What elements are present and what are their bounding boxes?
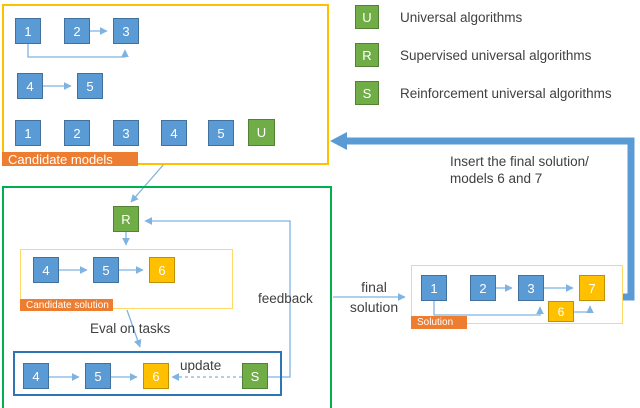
solution-container [411, 265, 623, 324]
row-node-5: 5 [208, 120, 234, 146]
eval-node-5: 5 [85, 363, 111, 389]
legend-symbol-u: U [355, 5, 379, 29]
row-node-4: 4 [161, 120, 187, 146]
sol-node-3: 3 [518, 275, 544, 301]
arrow-1-loop-to-3 [27, 44, 129, 58]
model-node-3: 3 [113, 18, 139, 44]
legend-symbol-s: S [355, 81, 379, 105]
r-node: R [113, 206, 139, 232]
candidate-solution-container [20, 249, 233, 309]
arrow-sol-6-to-7 [574, 305, 594, 314]
sol-node-6: 6 [548, 301, 574, 322]
feedback-label: feedback [258, 291, 313, 306]
insert-annotation: Insert the final solution/ models 6 and … [450, 153, 589, 187]
solution-tag: Solution [411, 316, 467, 329]
thick-insert-arrowhead [330, 132, 347, 150]
arrow-models-to-r [130, 163, 165, 203]
arrow-feedback-s-to-r [144, 217, 291, 378]
model-node-5: 5 [77, 73, 103, 99]
legend-item-reinforcement: S Reinforcement universal algorithms [355, 81, 612, 105]
legend-label-supervised: Supervised universal algorithms [400, 47, 592, 63]
row-node-1: 1 [15, 120, 41, 146]
insert-annotation-line2: models 6 and 7 [450, 171, 543, 186]
eval-node-4: 4 [23, 363, 49, 389]
sol-node-7: 7 [579, 275, 605, 301]
insert-annotation-line1: Insert the final solution/ [450, 154, 589, 169]
cs-node-6: 6 [149, 257, 175, 283]
update-label: update [180, 358, 222, 373]
cs-node-5: 5 [93, 257, 119, 283]
thick-insert-arrow [346, 137, 635, 301]
model-node-2: 2 [64, 18, 90, 44]
legend-item-universal: U Universal algorithms [355, 5, 522, 29]
row-node-3: 3 [113, 120, 139, 146]
row-node-2: 2 [64, 120, 90, 146]
s-node: S [242, 363, 268, 389]
eval-node-6: 6 [143, 363, 169, 389]
candidate-models-tag: Candidate models [2, 152, 138, 167]
final-solution-label-line2: solution [349, 299, 399, 315]
candidate-models-container [2, 4, 329, 165]
sol-node-1: 1 [421, 275, 447, 301]
sol-node-2: 2 [470, 275, 496, 301]
cs-node-4: 4 [33, 257, 59, 283]
candidate-solution-tag: Candidate solution [20, 299, 113, 311]
legend-label-reinforcement: Reinforcement universal algorithms [400, 85, 612, 101]
model-node-4: 4 [17, 73, 43, 99]
legend-symbol-r: R [355, 43, 379, 67]
arrow-eval-on-tasks [126, 309, 142, 348]
legend-item-supervised: R Supervised universal algorithms [355, 43, 591, 67]
training-loop-container [2, 186, 332, 408]
arrow-sol-1-loop-to-3 [433, 301, 544, 316]
legend-label-universal: Universal algorithms [400, 9, 523, 25]
row-node-u: U [248, 119, 275, 146]
model-node-1: 1 [15, 18, 41, 44]
final-solution-label-line1: final [361, 279, 387, 295]
eval-on-tasks-label: Eval on tasks [90, 321, 171, 336]
eval-container [13, 351, 282, 396]
